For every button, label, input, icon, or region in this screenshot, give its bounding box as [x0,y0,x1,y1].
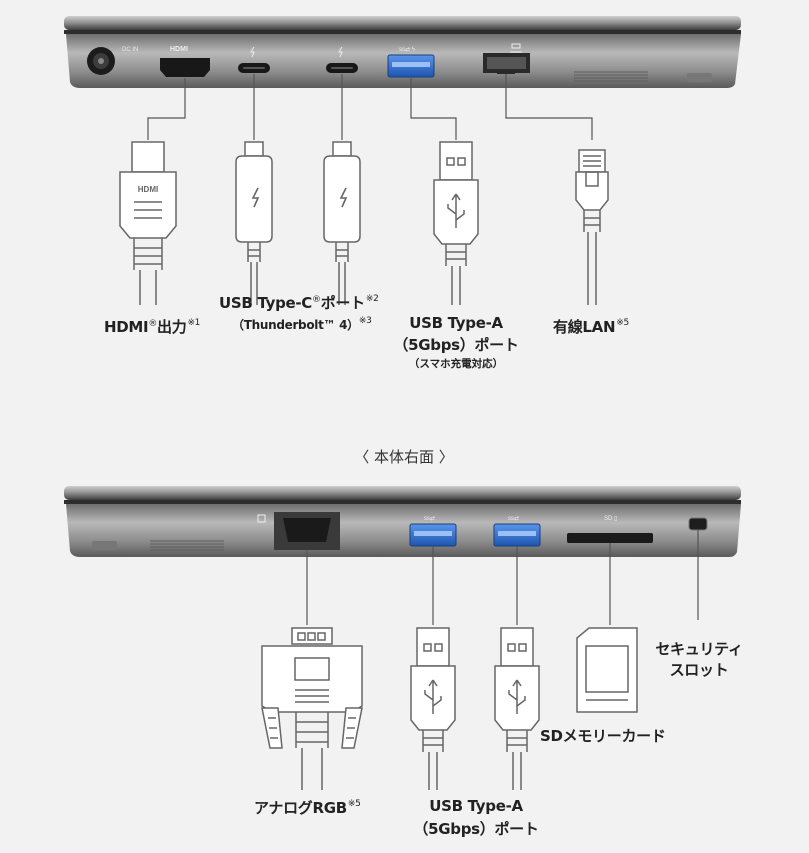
vga-mark-icon [257,514,266,523]
usbc-cable-2-icon [323,141,361,305]
usba-cable-right-2-icon [494,627,540,790]
vent-right [150,540,224,551]
hdmi-port [160,58,210,77]
lock-label-line2: スロット [669,661,729,679]
usba-right-label-line1: USB Type-A [429,797,523,815]
thunderbolt-mark-2-icon [338,46,343,58]
usbc-cable-1-icon [235,141,273,305]
lan-label: 有線LAN※5 [553,318,629,336]
right-connector-lines [306,530,699,625]
usba-right-label-line2: （5Gbps）ポート [413,820,539,838]
lid-edge-right [64,486,741,500]
sd-label: SDメモリーカード [540,727,666,745]
lan-mark-icon [510,43,522,53]
hdmi-mark: HDMI [170,46,188,53]
hdmi-label: HDMI®出力※1 [104,318,201,336]
rubber-foot-right [92,541,117,550]
chassis-body-right [66,504,741,557]
lid-edge [64,16,741,30]
sd-card-icon [576,627,638,713]
usba-left-label-line1: USB Type-A [409,314,503,332]
svg-text:HDMI: HDMI [138,185,158,194]
left-connector-lines [147,74,593,140]
sd-slot [567,533,653,543]
laptop-left-side: DC IN HDMI ss⇄ ϟ [64,16,741,88]
vga-label: アナログRGB※5 [254,799,361,817]
svg-text:SD ▯: SD ▯ [604,516,617,522]
lan-cable-icon [575,149,609,305]
usbc-label: USB Type-C®ポート※2 [219,294,379,312]
svg-text:ss⇄: ss⇄ [424,515,435,522]
laptop-right-side: ss⇄ ss⇄ SD ▯ [64,486,741,557]
hdmi-cable-icon: HDMI [119,141,177,305]
rubber-foot [687,73,712,82]
usba-cable-left-icon [433,141,479,305]
security-slot [688,517,708,531]
usb-ss-mark: ss⇄ ϟ [399,46,416,53]
svg-text:ss⇄: ss⇄ [508,515,519,522]
vga-cable-icon [261,627,363,790]
vent-left [574,71,648,82]
usba-left-label-line2: （5Gbps）ポート [393,336,519,354]
lock-label-line1: セキュリティ [655,640,743,658]
hinge-gap [64,30,741,34]
dc-in-mark: DC IN [122,47,138,53]
usbc-thunderbolt-sublabel: （Thunderbolt™ 4）※3 [232,316,372,332]
usba-cable-right-1-icon [410,627,456,790]
thunderbolt-mark-1-icon [250,46,255,58]
section-title: 〈 本体右面 〉 [354,448,454,466]
usba-left-label-line3: （スマホ充電対応） [408,358,504,370]
